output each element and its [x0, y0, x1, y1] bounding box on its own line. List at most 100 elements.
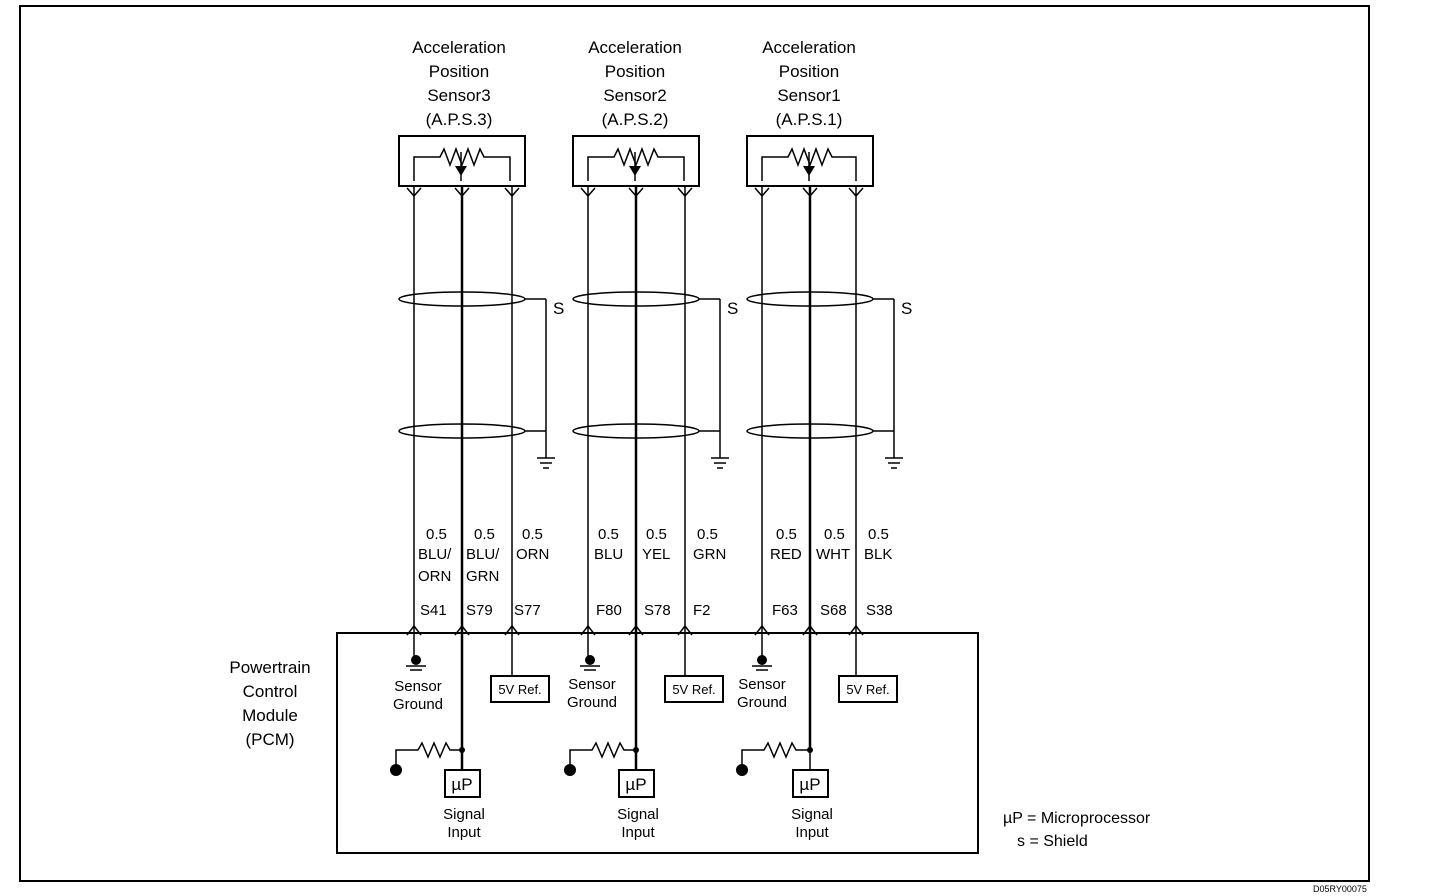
pcm-label-line: Control: [243, 682, 298, 701]
wire-9: [848, 186, 864, 676]
wire-color: ORN: [418, 568, 451, 585]
shield-label: S: [901, 299, 912, 318]
signal-input-label: Input: [447, 824, 481, 841]
sensor-title-line: Acceleration: [588, 38, 682, 57]
wire-color: BLK: [864, 546, 892, 563]
ref-box-aps2: 5V Ref.: [664, 675, 724, 703]
pcm-label-line: Module: [242, 706, 298, 725]
wire-color: BLU/: [418, 546, 452, 563]
microprocessor-label: µP: [451, 775, 472, 794]
sensor-title-line: Position: [779, 62, 839, 81]
wire-1: [406, 186, 422, 660]
sensor-ground-aps3: Sensor Ground: [393, 655, 443, 713]
wire-label-f2: 0.5 GRN F2: [693, 526, 726, 619]
signal-input-label: Signal: [617, 806, 659, 823]
wire-color: BLU: [594, 546, 623, 563]
wire-size: 0.5: [776, 526, 797, 543]
pcm-label-line: (PCM): [245, 730, 294, 749]
wire-size: 0.5: [646, 526, 667, 543]
wire-color: GRN: [466, 568, 499, 585]
sensor-title-aps1: Acceleration Position Sensor1 (A.P.S.1): [762, 38, 856, 129]
wire-size: 0.5: [598, 526, 619, 543]
sensor-title-line: Sensor1: [777, 86, 840, 105]
wire-color: ORN: [516, 546, 549, 563]
wire-color: GRN: [693, 546, 726, 563]
sensor-title-line: Acceleration: [762, 38, 856, 57]
sensor-ground-aps1: Sensor Ground: [737, 655, 787, 711]
pin-label: F80: [596, 602, 622, 619]
pin-label: S77: [514, 602, 541, 619]
figure-code: D05RY00075: [1313, 884, 1367, 894]
wire-size: 0.5: [426, 526, 447, 543]
ref-box-aps1: 5V Ref.: [838, 675, 898, 703]
sensor-title-line: Acceleration: [412, 38, 506, 57]
wire-size: 0.5: [824, 526, 845, 543]
sensor-ground-label: Sensor: [738, 676, 786, 693]
signal-input-label: Input: [795, 824, 829, 841]
sensor-title-aps2: Acceleration Position Sensor2 (A.P.S.2): [588, 38, 682, 129]
pcm-label-line: Powertrain: [229, 658, 310, 677]
shield-aps2: S: [572, 291, 738, 469]
pin-label: F2: [693, 602, 711, 619]
signal-input-aps3: µP Signal Input: [390, 741, 485, 841]
sensor-ground-label: Sensor: [394, 678, 442, 695]
signal-input-aps2: µP Signal Input: [564, 741, 659, 841]
shield-aps3: S: [398, 291, 564, 469]
wire-size: 0.5: [868, 526, 889, 543]
sensor-ground-label: Ground: [567, 694, 617, 711]
wire-color: RED: [770, 546, 802, 563]
sensor-ground-label: Ground: [737, 694, 787, 711]
sensor-ground-aps2: Sensor Ground: [567, 655, 617, 711]
sensor-box-aps2: [572, 135, 700, 187]
wire-label-f63: 0.5 RED F63: [770, 526, 802, 619]
sensor-title-aps3: Acceleration Position Sensor3 (A.P.S.3): [412, 38, 506, 129]
sensor-title-line: (A.P.S.2): [602, 110, 669, 129]
wire-color: BLU/: [466, 546, 500, 563]
pin-label: S79: [466, 602, 493, 619]
wire-group: [406, 186, 864, 770]
shield-label: S: [727, 299, 738, 318]
signal-input-label: Signal: [443, 806, 485, 823]
ref-label: 5V Ref.: [498, 682, 541, 697]
pcm-box: [336, 632, 979, 854]
pin-label: S38: [866, 602, 893, 619]
wire-6: [677, 186, 693, 676]
wire-label-s77: 0.5 ORN S77: [514, 526, 549, 619]
sensor-title-line: Sensor3: [427, 86, 490, 105]
wire-label-s79: 0.5 BLU/ GRN S79: [466, 526, 500, 619]
microprocessor-label: µP: [799, 775, 820, 794]
wire-5: [628, 186, 644, 770]
wire-color: WHT: [816, 546, 850, 563]
legend-shield: s = Shield: [1017, 833, 1088, 850]
ref-label: 5V Ref.: [672, 682, 715, 697]
ref-box-aps3: 5V Ref.: [490, 675, 550, 703]
wire-2: [454, 186, 470, 770]
wire-7: [754, 186, 770, 660]
wire-label-s78: 0.5 YEL S78: [642, 526, 671, 619]
pin-label: S78: [644, 602, 671, 619]
legend-microprocessor: µP = Microprocessor: [1003, 810, 1151, 827]
wire-4: [580, 186, 596, 660]
sensor-title-line: (A.P.S.3): [426, 110, 493, 129]
signal-input-aps1: µP Signal Input: [736, 741, 833, 841]
wire-label-s41: 0.5 BLU/ ORN S41: [418, 526, 452, 619]
pcm-label: Powertrain Control Module (PCM): [229, 658, 310, 749]
sensor-title-line: (A.P.S.1): [776, 110, 843, 129]
legend: µP = Microprocessor s = Shield: [1003, 810, 1151, 850]
wire-size: 0.5: [522, 526, 543, 543]
pin-label: F63: [772, 602, 798, 619]
sensor-title-line: Position: [429, 62, 489, 81]
sensor-title-line: Sensor2: [603, 86, 666, 105]
sensor-ground-label: Sensor: [568, 676, 616, 693]
shield-label: S: [553, 299, 564, 318]
wire-label-f80: 0.5 BLU F80: [594, 526, 623, 619]
wire-size: 0.5: [474, 526, 495, 543]
wire-label-s68: 0.5 WHT S68: [816, 526, 850, 619]
signal-input-label: Signal: [791, 806, 833, 823]
signal-input-label: Input: [621, 824, 655, 841]
sensor-box-aps1: [746, 135, 874, 187]
pin-label: S68: [820, 602, 847, 619]
ref-label: 5V Ref.: [846, 682, 889, 697]
page-frame: [19, 5, 1370, 882]
